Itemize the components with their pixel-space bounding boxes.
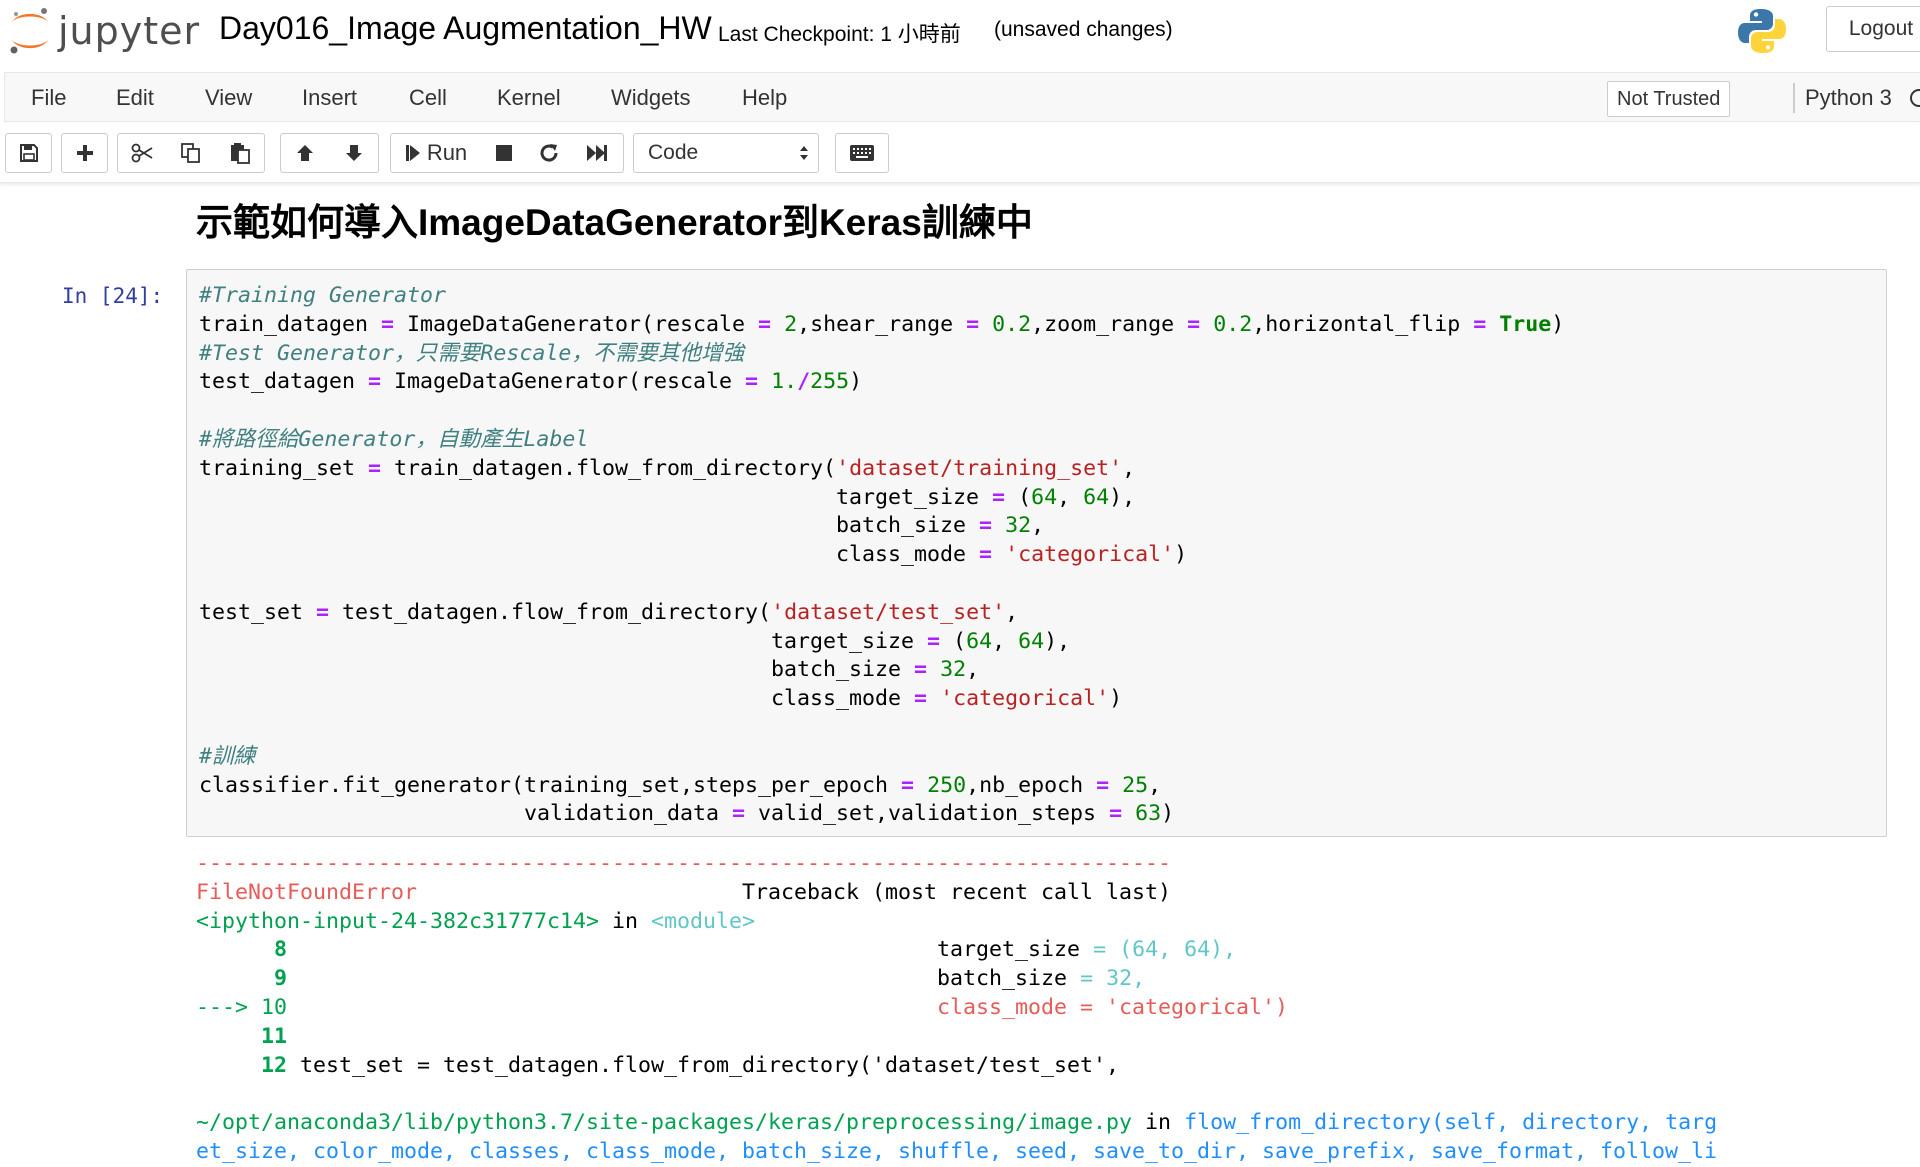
save-icon bbox=[19, 144, 38, 162]
cut-button[interactable] bbox=[117, 133, 167, 173]
code-line: training_set = train_datagen.flow_from_d… bbox=[199, 455, 1136, 481]
not-trusted-button[interactable]: Not Trusted bbox=[1607, 81, 1731, 117]
jupyter-logo-icon bbox=[10, 8, 48, 54]
traceback-line: FileNotFoundError Traceback (most recent… bbox=[196, 879, 1172, 905]
code-line: class_mode = 'categorical') bbox=[199, 686, 1123, 712]
autosave-status: (unsaved changes) bbox=[994, 18, 1173, 41]
code-line: #訓練 bbox=[199, 743, 256, 769]
menu-help[interactable]: Help bbox=[742, 85, 788, 110]
code-line: classifier.fit_generator(training_set,st… bbox=[199, 772, 1162, 798]
cut-icon bbox=[131, 143, 153, 163]
stop-icon bbox=[495, 145, 512, 161]
command-palette-button[interactable] bbox=[835, 133, 889, 173]
arrow-up-icon bbox=[297, 145, 313, 161]
copy-icon bbox=[180, 143, 200, 163]
code-line: #將路徑給Generator，自動產生Label bbox=[199, 426, 589, 452]
notebook-title[interactable]: Day016_Image Augmentation_HW bbox=[219, 10, 712, 46]
menu-edit[interactable]: Edit bbox=[116, 85, 154, 110]
menu-insert[interactable]: Insert bbox=[302, 85, 358, 110]
menu-kernel[interactable]: Kernel bbox=[497, 85, 561, 110]
traceback-line: 8 target_size = (64, 64), bbox=[196, 937, 1237, 963]
arrow-down-icon bbox=[345, 145, 362, 161]
code-line: #Training Generator bbox=[199, 283, 447, 308]
kernel-name[interactable]: Python 3 bbox=[1805, 85, 1892, 110]
traceback-line: <ipython-input-24-382c31777c14> in <modu… bbox=[196, 908, 756, 934]
paste-icon bbox=[230, 143, 250, 164]
traceback-line: ---> 10 class_mode = 'categorical') bbox=[196, 994, 1289, 1020]
code-line: target_size = (64, 64), bbox=[199, 628, 1071, 654]
code-cell-input[interactable]: #Training Generator train_datagen = Imag… bbox=[186, 269, 1887, 837]
kernel-separator bbox=[1793, 83, 1795, 113]
menu-file[interactable]: File bbox=[31, 85, 67, 110]
run-button[interactable]: Run bbox=[390, 133, 482, 173]
code-line: train_datagen = ImageDataGenerator(resca… bbox=[199, 311, 1565, 337]
traceback-line: 12 test_set = test_datagen.flow_from_dir… bbox=[196, 1052, 1120, 1078]
fast-forward-icon bbox=[587, 145, 607, 161]
code-line: class_mode = 'categorical') bbox=[199, 542, 1188, 568]
markdown-heading[interactable]: 示範如何導入ImageDataGenerator到Keras訓練中 bbox=[196, 202, 1033, 243]
menu-cell[interactable]: Cell bbox=[409, 85, 447, 110]
plus-icon bbox=[76, 145, 93, 161]
notebook-header: jupyter Day016_Image Augmentation_HW Las… bbox=[0, 0, 1920, 70]
python-logo-icon bbox=[1738, 9, 1786, 53]
notebook-toolbar: Run Code bbox=[0, 126, 1920, 183]
interrupt-button[interactable] bbox=[481, 133, 527, 173]
traceback-line: ~/opt/anaconda3/lib/python3.7/site-packa… bbox=[196, 1110, 1718, 1136]
code-line: test_datagen = ImageDataGenerator(rescal… bbox=[199, 369, 863, 395]
code-line: target_size = (64, 64), bbox=[199, 484, 1136, 510]
code-line: batch_size = 32, bbox=[199, 657, 980, 683]
code-editor[interactable]: #Training Generator train_datagen = Imag… bbox=[199, 282, 1564, 829]
restart-run-all-button[interactable] bbox=[571, 133, 624, 173]
code-line: test_set = test_datagen.flow_from_direct… bbox=[199, 599, 1019, 625]
select-arrows-icon bbox=[800, 146, 808, 160]
step-forward-icon bbox=[405, 145, 420, 161]
move-down-button[interactable] bbox=[329, 133, 379, 173]
cell-output-traceback: ----------------------------------------… bbox=[196, 850, 1717, 1167]
copy-button[interactable] bbox=[166, 133, 216, 173]
code-line: batch_size = 32, bbox=[199, 513, 1045, 539]
traceback-line: 9 batch_size = 32, bbox=[196, 966, 1146, 992]
traceback-line: et_size, color_mode, classes, class_mode… bbox=[196, 1138, 1718, 1164]
logo-text: jupyter bbox=[58, 9, 201, 53]
move-up-button[interactable] bbox=[280, 133, 330, 173]
insert-cell-button[interactable] bbox=[61, 133, 108, 173]
traceback-line: 11 bbox=[196, 1023, 288, 1049]
code-line: validation_data = valid_set,validation_s… bbox=[199, 801, 1175, 827]
cell-type-select[interactable]: Code bbox=[633, 133, 819, 173]
restart-icon bbox=[540, 144, 558, 162]
restart-button[interactable] bbox=[526, 133, 572, 173]
jupyter-logo[interactable]: jupyter bbox=[8, 6, 200, 56]
menu-view[interactable]: View bbox=[205, 85, 253, 110]
code-line: #Test Generator，只需要Rescale，不需要其他增強 bbox=[199, 340, 745, 366]
paste-button[interactable] bbox=[215, 133, 265, 173]
menubar: File Edit View Insert Cell Kernel Widget… bbox=[4, 72, 1920, 122]
run-label: Run bbox=[426, 140, 468, 165]
keyboard-icon bbox=[850, 145, 874, 161]
save-button[interactable] bbox=[5, 133, 52, 173]
menu-widgets[interactable]: Widgets bbox=[611, 85, 691, 110]
logout-button[interactable]: Logout bbox=[1826, 6, 1920, 52]
cell-prompt: In [24]: bbox=[62, 284, 164, 308]
kernel-idle-indicator-icon bbox=[1910, 89, 1920, 107]
traceback-line: ----------------------------------------… bbox=[196, 851, 1172, 876]
checkpoint-status: Last Checkpoint: 1 小時前 bbox=[718, 23, 961, 46]
cell-type-value: Code bbox=[648, 141, 699, 164]
